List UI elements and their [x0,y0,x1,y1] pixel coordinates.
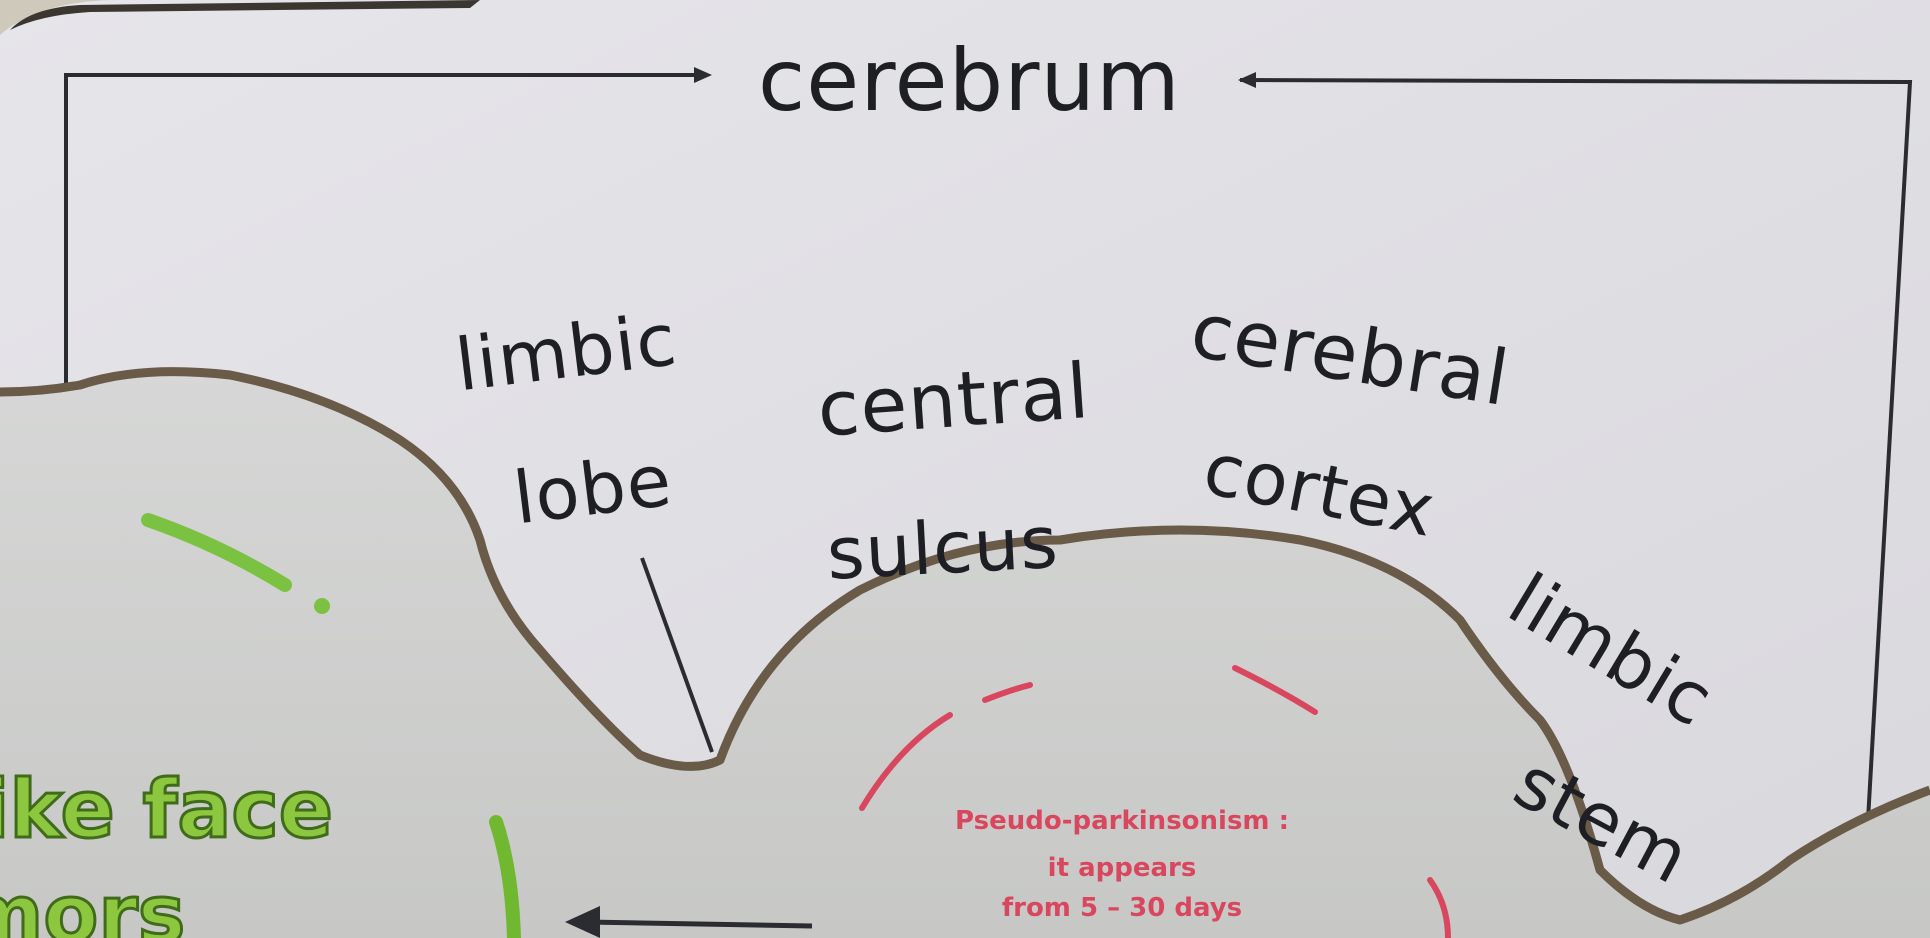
poster-red-text-line3: from 5 – 30 days [862,895,1382,921]
label-central-sulcus-line1: central [815,353,1092,448]
poster-green-text-line2: mors [0,875,185,938]
label-limbic-lobe-line2: lobe [510,444,676,535]
poster-green-text-line1: ike face [0,770,333,850]
poster-red-text-line1: Pseudo-parkinsonism : [862,808,1382,834]
label-central-sulcus-line2: sulcus [825,506,1060,590]
poster-red-text-line2: it appears [862,855,1382,881]
green-dot [314,598,330,614]
label-cerebrum: cerebrum [758,38,1181,124]
